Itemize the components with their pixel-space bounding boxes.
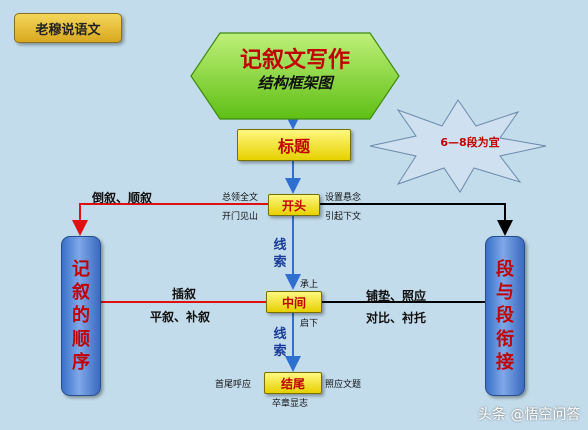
- star-shape: [369, 99, 547, 193]
- pillar-char: 叙: [72, 282, 90, 304]
- open-right-label-1: 设置悬念: [325, 193, 362, 203]
- pillar-char: 序: [72, 351, 90, 373]
- clue-char: 线: [273, 238, 287, 253]
- open-left-label-2: 开门见山: [222, 212, 259, 222]
- paragraph-linkage-pillar: 段 与 段 衔 接: [485, 236, 525, 396]
- clue-label-lower: 线 索: [272, 327, 288, 361]
- plain-supplement-label: 平叙、补叙: [150, 310, 211, 324]
- pillar-char: 的: [72, 305, 90, 327]
- ending-box: 结尾: [264, 372, 322, 394]
- end-bottom-label: 卒章显志: [272, 399, 309, 409]
- pillar-char: 与: [496, 282, 514, 304]
- contrast-foil-label: 对比、衬托: [366, 311, 427, 325]
- arrow-opening-to-linkage: [318, 203, 513, 236]
- end-right-label: 照应文题: [325, 380, 362, 390]
- end-left-label: 首尾呼应: [215, 380, 252, 390]
- opening-box: 开头: [268, 194, 320, 216]
- watermark: 头条 @悟空问答: [478, 407, 581, 423]
- pillar-char: 顺: [72, 328, 90, 350]
- clue-char: 索: [273, 343, 287, 359]
- author-tag: 老穆说语文: [14, 13, 122, 43]
- narrative-order-pillar: 记 叙 的 顺 序: [61, 236, 101, 396]
- clue-char: 索: [273, 254, 287, 270]
- diagram-subtitle: 结构框架图: [257, 74, 333, 92]
- pillar-char: 记: [72, 259, 90, 281]
- title-box: 标题: [237, 129, 351, 161]
- pave-echo-label: 铺垫、照应: [366, 289, 427, 303]
- pillar-char: 段: [496, 305, 514, 327]
- below-middle-label: 启下: [300, 319, 319, 329]
- clue-char: 线: [273, 327, 287, 342]
- pillar-char: 衔: [496, 328, 514, 350]
- clue-label-upper: 线 索: [272, 238, 288, 272]
- paragraph-count-note: 6—8段为宜: [440, 136, 500, 149]
- middle-box: 中间: [266, 291, 322, 313]
- insert-narration-label: 插叙: [172, 287, 197, 301]
- arrow-opening-to-order: [72, 203, 268, 236]
- pillar-char: 段: [496, 259, 514, 281]
- open-right-label-2: 引起下文: [325, 212, 362, 222]
- above-middle-label: 承上: [300, 280, 319, 290]
- open-left-label-1: 总领全文: [222, 193, 259, 203]
- diagram-title: 记叙文写作: [239, 48, 350, 73]
- pillar-char: 接: [496, 351, 514, 373]
- header-hexagon: [190, 32, 400, 120]
- order-methods-label: 倒叙、顺叙: [92, 191, 153, 205]
